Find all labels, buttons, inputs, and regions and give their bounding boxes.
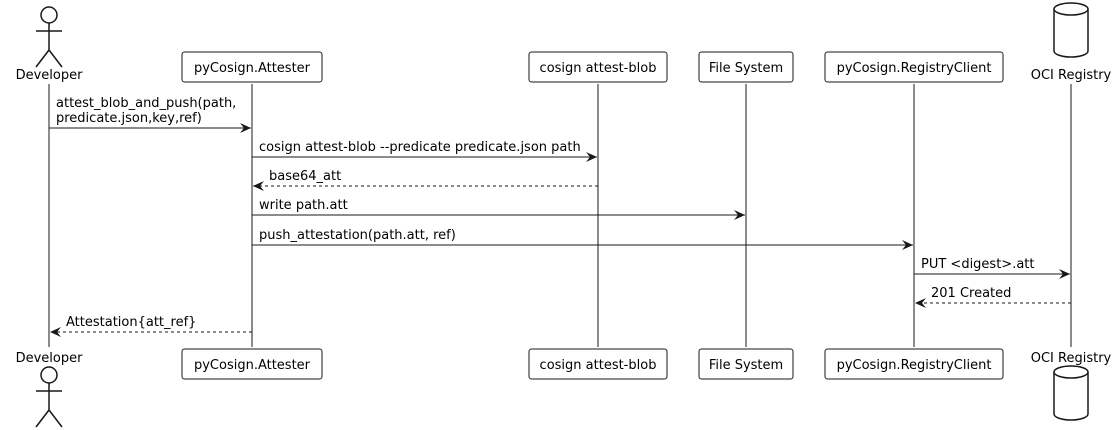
participant-box (698, 348, 794, 380)
participant-developer-top: Developer (16, 6, 84, 83)
message-7: 201 Created (915, 286, 1071, 308)
participant-pycosign-registryclient-bottom: pyCosign.RegistryClient (824, 348, 1004, 380)
participant-label: File System (709, 358, 783, 373)
participant-label: Developer (16, 68, 84, 83)
participant-cosign-attest-blob-bottom: cosign attest-blob (528, 348, 668, 380)
message-6: PUT <digest>.att (914, 257, 1070, 279)
database-icon (1053, 365, 1089, 421)
participant-box (824, 348, 1004, 380)
message-label: 201 Created (931, 286, 1011, 301)
message-label: predicate.json,key,ref) (56, 111, 202, 126)
participant-label: Developer (16, 351, 84, 366)
participant-label: pyCosign.Attester (194, 61, 311, 76)
participant-box (528, 348, 668, 380)
message-8: Attestation{att_ref} (50, 315, 252, 337)
participant-box (528, 51, 668, 83)
message-5: push_attestation(path.att, ref) (252, 228, 913, 250)
participant-label: File System (709, 61, 783, 76)
message-label: Attestation{att_ref} (66, 315, 196, 330)
participants: DeveloperDeveloperpyCosign.AttesterpyCos… (16, 2, 1112, 428)
participant-pycosign-attester-bottom: pyCosign.Attester (181, 348, 323, 380)
message-label: base64_att (269, 169, 341, 184)
message-3: base64_att (253, 169, 598, 191)
message-label: PUT <digest>.att (921, 257, 1035, 272)
participant-oci-registry-bottom: OCI Registry (1031, 351, 1112, 421)
message-1: attest_blob_and_push(path,predicate.json… (49, 96, 251, 133)
participant-file-system-top: File System (698, 51, 794, 83)
participant-pycosign-attester-top: pyCosign.Attester (181, 51, 323, 83)
participant-label: pyCosign.RegistryClient (837, 61, 992, 76)
participant-box (824, 51, 1004, 83)
participant-box (698, 51, 794, 83)
messages: attest_blob_and_push(path,predicate.json… (49, 96, 1071, 337)
database-icon (1053, 2, 1089, 58)
participant-label: pyCosign.RegistryClient (837, 358, 992, 373)
participant-pycosign-registryclient-top: pyCosign.RegistryClient (824, 51, 1004, 83)
participant-label: pyCosign.Attester (194, 358, 311, 373)
participant-box (181, 51, 323, 83)
participant-box (181, 348, 323, 380)
participant-label: cosign attest-blob (540, 61, 657, 76)
message-label: push_attestation(path.att, ref) (259, 228, 456, 243)
participant-oci-registry-top: OCI Registry (1031, 2, 1112, 83)
participant-developer-bottom: Developer (16, 351, 84, 428)
actor-icon (35, 366, 63, 428)
message-label: attest_blob_and_push(path, (56, 96, 236, 111)
participant-label: cosign attest-blob (540, 358, 657, 373)
participant-file-system-bottom: File System (698, 348, 794, 380)
participant-label: OCI Registry (1031, 68, 1112, 83)
message-4: write path.att (252, 198, 745, 220)
message-2: cosign attest-blob --predicate predicate… (252, 140, 597, 162)
participant-cosign-attest-blob-top: cosign attest-blob (528, 51, 668, 83)
message-label: cosign attest-blob --predicate predicate… (259, 140, 581, 155)
participant-label: OCI Registry (1031, 351, 1112, 366)
message-label: write path.att (259, 198, 348, 213)
actor-icon (35, 6, 63, 68)
